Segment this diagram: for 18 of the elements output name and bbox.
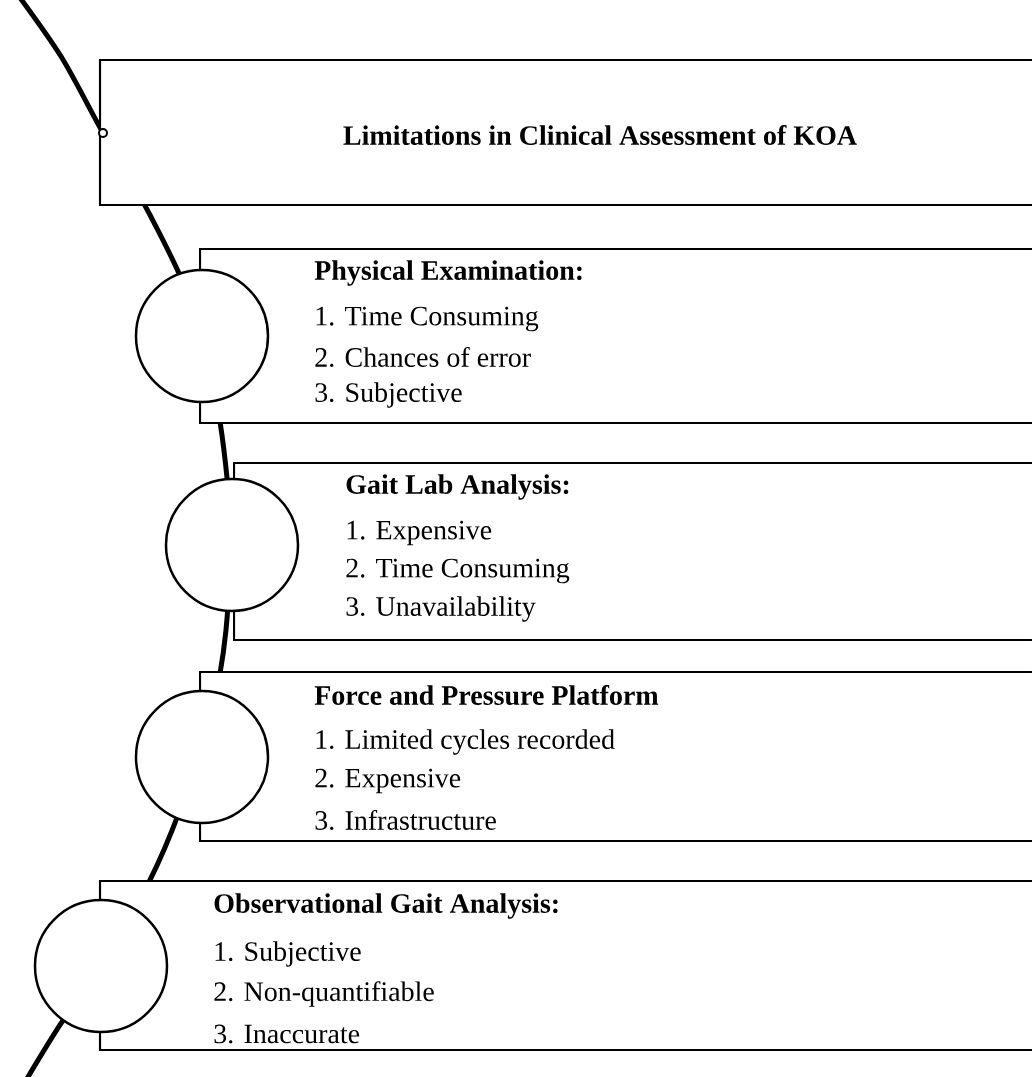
circle (164, 477, 300, 613)
title-box: Limitations in Clinical Assessment of KOA (98, 58, 1032, 207)
node-label: Force and Pressure Platform (314, 684, 659, 706)
node-label: 3. Infrastructure (315, 809, 496, 831)
node-label: 3. Inaccurate (214, 1024, 360, 1044)
node-label: 2. Expensive (315, 768, 461, 794)
node-label: Observational Gait Analysis: (214, 893, 558, 919)
node-label: 1. Time Consuming (316, 306, 539, 332)
node-label: Physical Examination: (314, 260, 582, 286)
node-label: 2. Chances of error (315, 346, 531, 368)
node-label: 2. Non-quantifiable (214, 981, 434, 1007)
circle (134, 268, 270, 404)
circle (134, 689, 270, 825)
list-box: Gait Lab Analysis: 1. Expensive 2. Time Consuming 3. Unavailability (232, 461, 1032, 642)
node-label: 3. Subjective (315, 382, 462, 408)
node-label: 1. Subjective (215, 941, 361, 967)
circle (33, 898, 169, 1034)
node-label: 1. Limited cycles recorded (316, 729, 615, 755)
